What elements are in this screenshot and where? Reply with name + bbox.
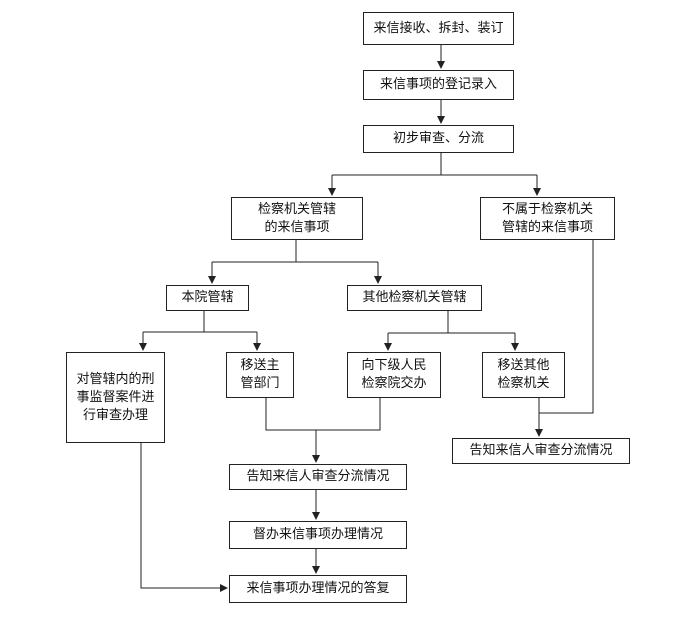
register-label: 来信事项的登记录入 (379, 77, 497, 92)
not-procuratorate-box: 不属于检察机关 管辖的来信事项 (480, 197, 615, 240)
procuratorate-label: 检察机关管辖 的来信事项 (257, 201, 336, 235)
receive-label: 来信接收、拆封、装订 (373, 20, 504, 36)
notify-right-box: 告知来信人审查分流情况 (452, 438, 630, 464)
receive-box: 来信接收、拆封、装订 (363, 12, 514, 45)
transfer-main-label: 移送主 管部门 (240, 358, 280, 391)
line-criminal-route (140, 443, 228, 592)
reply-box: 来信事项办理情况的答复 (229, 575, 407, 603)
reply-label: 来信事项办理情况的答复 (246, 581, 390, 596)
transfer-main-box: 移送主 管部门 (226, 352, 294, 398)
register-box: 来信事项的登记录入 (363, 70, 514, 100)
review-label: 初步审查、分流 (392, 131, 484, 146)
lower-court-label: 向下级人民 检察院交办 (361, 358, 427, 391)
line-notproc-route (539, 240, 594, 414)
supervise-box: 督办来信事项办理情况 (229, 521, 407, 549)
line-transfer-main-merge (265, 398, 381, 431)
criminal-supervision-label: 对管辖内的刑 事监督案件进 行审查办理 (76, 371, 155, 423)
notify-center-label: 告知来信人审查分流情况 (246, 469, 390, 484)
notify-right-label: 告知来信人审查分流情况 (469, 443, 613, 458)
transfer-other-label: 移送其他 检察机关 (497, 358, 550, 391)
notify-center-box: 告知来信人审查分流情况 (229, 464, 407, 490)
lower-court-box: 向下级人民 检察院交办 (347, 352, 441, 398)
this-court-label: 本院管辖 (181, 290, 234, 305)
other-procuratorate-box: 其他检察机关管辖 (347, 285, 482, 311)
review-box: 初步审查、分流 (363, 125, 514, 153)
transfer-other-box: 移送其他 检察机关 (482, 352, 565, 398)
procuratorate-box: 检察机关管辖 的来信事项 (231, 197, 363, 240)
not-procuratorate-label: 不属于检察机关 管辖的来信事项 (501, 201, 593, 235)
supervise-label: 督办来信事项办理情况 (252, 527, 383, 542)
criminal-supervision-box: 对管辖内的刑 事监督案件进 行审查办理 (66, 352, 165, 443)
this-court-box: 本院管辖 (166, 285, 249, 311)
other-procuratorate-label: 其他检察机关管辖 (362, 290, 467, 305)
